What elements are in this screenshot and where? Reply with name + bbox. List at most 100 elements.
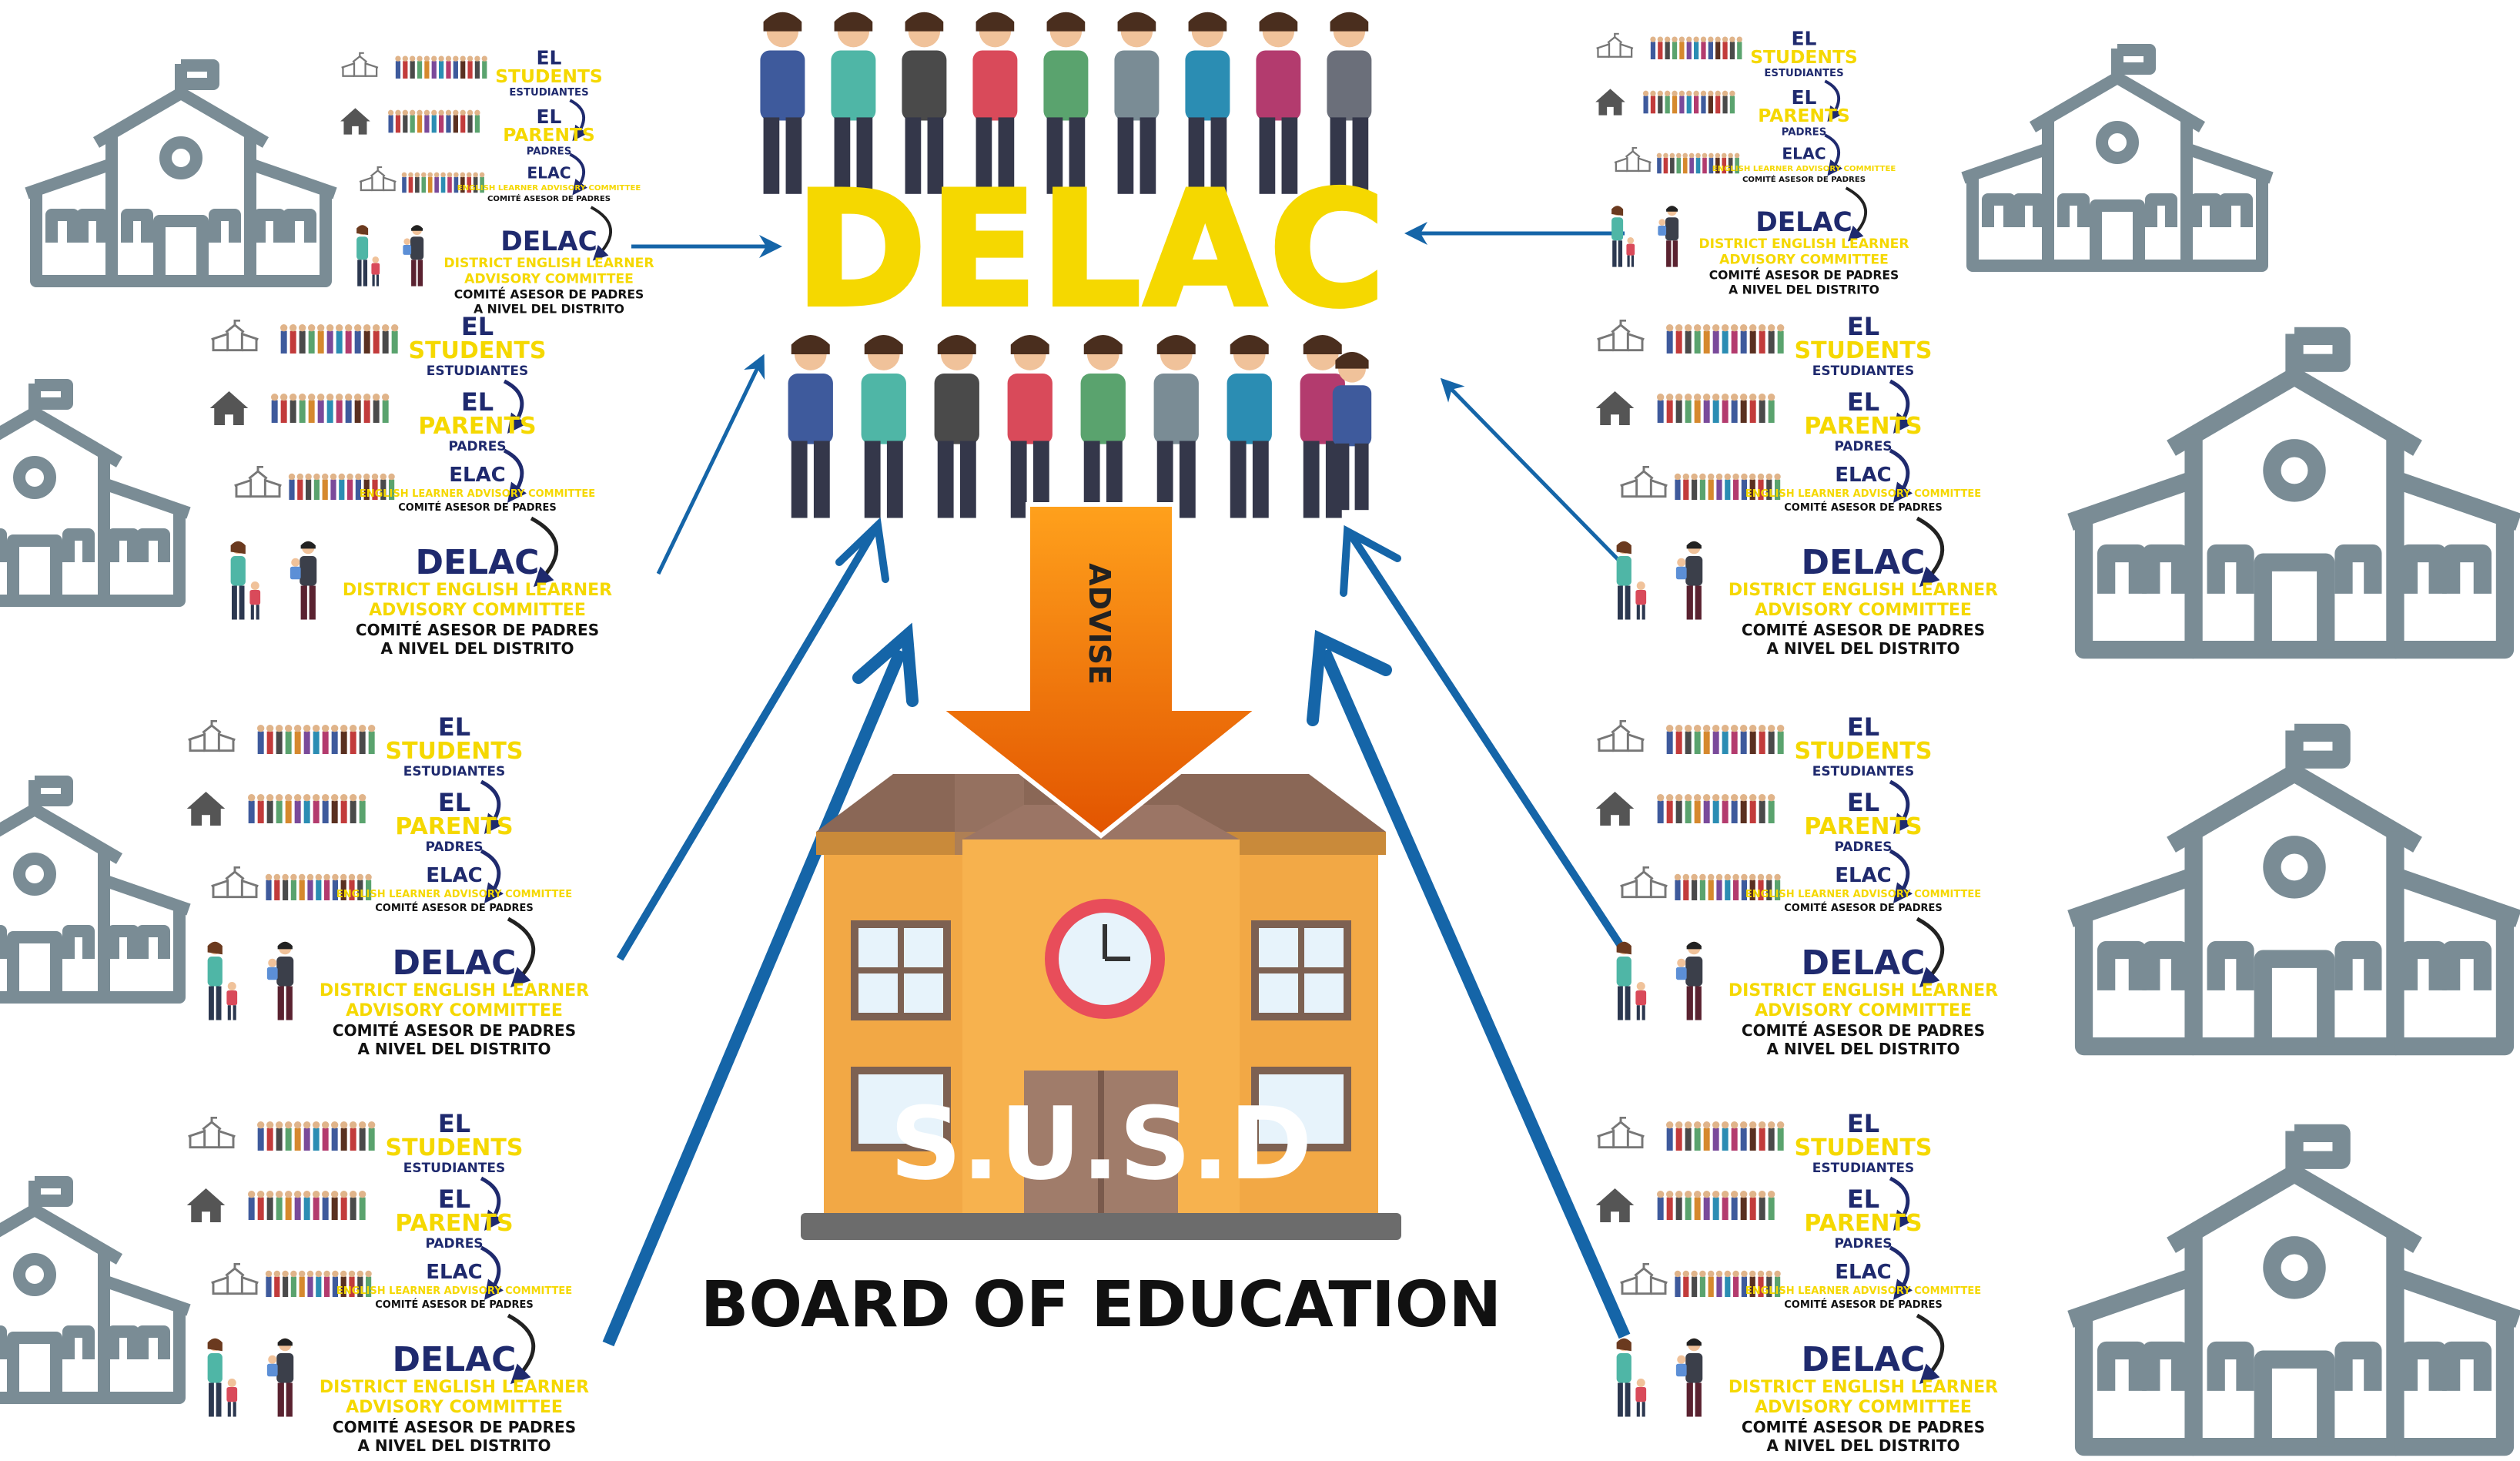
flow-text-delac-es-2: A NIVEL DEL DISTRITO: [1766, 639, 1959, 658]
flow-text-elac: ELAC: [527, 164, 571, 183]
flow-text-padres: PADRES: [1834, 839, 1892, 855]
flow-text-elac-en: ENGLISH LEARNER ADVISORY COMMITTEE: [336, 1285, 572, 1297]
delac-title: DELAC: [795, 159, 1388, 342]
people-group-icon: [1650, 36, 1742, 60]
flow-text-elac-en: ENGLISH LEARNER ADVISORY COMMITTEE: [1745, 488, 1981, 500]
flow-text-students: STUDENTS: [495, 65, 603, 87]
arrow-right-4: [1318, 648, 1631, 1339]
school-flow-panel: ELSTUDENTSESTUDIANTESELPARENTSPADRESELAC…: [1595, 712, 1998, 1058]
flow-text-delac-en-2: ADVISORY COMMITTEE: [1755, 601, 1972, 620]
people-group-icon: [1666, 324, 1785, 354]
flow-text-delac: DELAC: [500, 226, 597, 257]
arrow-left-3: [616, 529, 878, 961]
parent-child-icon: [207, 1338, 238, 1417]
tiny-school-icon: [1596, 320, 1645, 352]
flow-text-elac: ELAC: [1835, 464, 1892, 487]
arrow-right-3: [1347, 533, 1625, 948]
flow-text-el: EL: [461, 387, 494, 417]
flow-text-delac-es-1: COMITÉ ASESOR DE PADRES: [333, 1021, 576, 1040]
parent-child-icon: [1616, 1338, 1647, 1417]
flow-text-elac-en: ENGLISH LEARNER ADVISORY COMMITTEE: [336, 889, 572, 900]
flow-text-el: EL: [537, 46, 562, 69]
school-outline-icon: [27, 64, 335, 281]
person-icon: [1153, 335, 1199, 518]
parent-child-icon: [1675, 941, 1703, 1020]
flow-text-delac: DELAC: [416, 543, 540, 582]
parent-child-icon: [289, 541, 317, 620]
school-outline-icon: [2070, 333, 2518, 649]
parent-child-icon: [1616, 941, 1647, 1020]
flow-text-delac-en-1: DISTRICT ENGLISH LEARNER: [320, 981, 589, 1000]
house-icon: [1595, 792, 1635, 826]
tiny-school-icon: [210, 866, 259, 899]
flow-text-delac-es-1: COMITÉ ASESOR DE PADRES: [333, 1418, 576, 1436]
flow-text-elac: ELAC: [426, 864, 483, 887]
people-group-icon: [1666, 725, 1785, 754]
people-group-icon: [1657, 794, 1775, 823]
flow-text-el: EL: [1792, 86, 1817, 109]
school-flow-panel: ELSTUDENTSESTUDIANTESELPARENTSPADRESELAC…: [1595, 27, 1909, 297]
flow-text-padres: PADRES: [1782, 126, 1827, 138]
flow-text-students: STUDENTS: [385, 1134, 523, 1161]
flow-text-parents: PARENTS: [1804, 413, 1922, 440]
tiny-school-icon: [1619, 1263, 1668, 1295]
person-icon: [1227, 335, 1272, 518]
people-group-icon: [1642, 90, 1735, 114]
tiny-school-icon: [187, 720, 236, 752]
flow-text-elac-en: ENGLISH LEARNER ADVISORY COMMITTEE: [1745, 1285, 1981, 1297]
flow-text-elac-es: COMITÉ ASESOR DE PADRES: [1784, 902, 1943, 914]
flow-text-parents: PARENTS: [503, 124, 594, 146]
flow-text-elac-en: ENGLISH LEARNER ADVISORY COMMITTEE: [1745, 889, 1981, 900]
flow-text-estudiantes: ESTUDIANTES: [403, 764, 506, 779]
flow-text-estudiantes: ESTUDIANTES: [1812, 764, 1915, 779]
clock-icon: [1045, 899, 1165, 1019]
district-label: S.U.S.D: [890, 1085, 1313, 1202]
flow-text-delac-es-2: A NIVEL DEL DISTRITO: [380, 639, 574, 658]
flow-text-elac: ELAC: [1835, 864, 1892, 887]
flow-text-delac-es-1: COMITÉ ASESOR DE PADRES: [454, 287, 644, 302]
flow-text-delac: DELAC: [393, 1340, 517, 1379]
people-group-icon: [257, 725, 376, 754]
parent-child-icon: [1675, 541, 1703, 620]
flow-text-delac-es-2: A NIVEL DEL DISTRITO: [1729, 283, 1879, 297]
flow-text-students: STUDENTS: [1794, 1134, 1932, 1161]
flow-text-delac-es-1: COMITÉ ASESOR DE PADRES: [1709, 268, 1899, 283]
flow-text-delac-es-2: A NIVEL DEL DISTRITO: [357, 1436, 551, 1455]
flow-text-elac-es: COMITÉ ASESOR DE PADRES: [1742, 174, 1866, 184]
person-icon: [1080, 335, 1126, 518]
flow-text-students: STUDENTS: [385, 738, 523, 765]
flow-text-el: EL: [1847, 1109, 1879, 1138]
flow-text-parents: PARENTS: [1804, 813, 1922, 840]
flow-text-delac-en-2: ADVISORY COMMITTEE: [1719, 252, 1889, 267]
school-flow-panel: ELSTUDENTSESTUDIANTESELPARENTSPADRESELAC…: [186, 1109, 589, 1455]
flow-text-parents: PARENTS: [395, 1210, 513, 1237]
flow-text-delac: DELAC: [1802, 543, 1926, 582]
person-icon: [1007, 335, 1053, 518]
school-outline-icon: [2070, 1131, 2518, 1446]
flow-text-students: STUDENTS: [408, 337, 546, 364]
flow-text-delac-en-1: DISTRICT ENGLISH LEARNER: [443, 256, 654, 271]
tiny-school-icon: [1619, 466, 1668, 498]
flow-text-delac-es-1: COMITÉ ASESOR DE PADRES: [1742, 1021, 1985, 1040]
flow-text-delac-en-1: DISTRICT ENGLISH LEARNER: [1729, 1378, 1998, 1397]
arrow-right-2: [1440, 377, 1622, 564]
parent-child-icon: [1658, 206, 1679, 267]
flow-text-padres: PADRES: [425, 839, 483, 855]
flow-text-delac: DELAC: [393, 943, 517, 983]
flow-text-estudiantes: ESTUDIANTES: [427, 364, 529, 379]
flow-text-elac-es: COMITÉ ASESOR DE PADRES: [487, 193, 611, 203]
school-outline-icon: [1963, 49, 2271, 266]
school-flow-panel: ELSTUDENTSESTUDIANTESELPARENTSPADRESELAC…: [209, 312, 612, 658]
flow-text-delac-es-2: A NIVEL DEL DISTRITO: [357, 1040, 551, 1058]
people-group-icon: [257, 1121, 376, 1151]
flow-text-el: EL: [1847, 788, 1879, 817]
parent-child-icon: [266, 941, 294, 1020]
flow-text-el: EL: [438, 1109, 470, 1138]
house-icon: [186, 792, 226, 826]
parent-child-icon: [1616, 541, 1647, 620]
advise-label: ADVISE: [1083, 563, 1116, 685]
flow-text-el: EL: [1847, 712, 1879, 742]
parent-child-icon: [356, 225, 380, 287]
tiny-school-icon: [1619, 866, 1668, 899]
